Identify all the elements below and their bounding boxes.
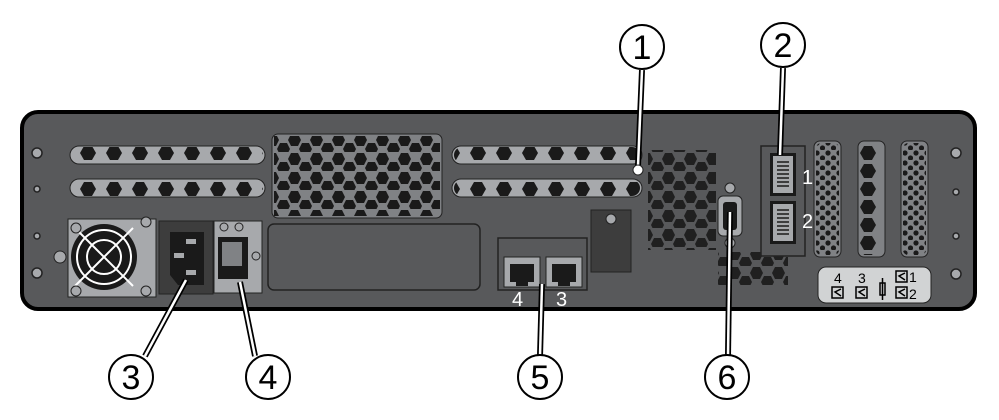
callout-5-number: 5 [531, 359, 550, 397]
usb-port-1[interactable] [770, 153, 796, 196]
callout-3: 3 [108, 354, 154, 400]
usb-port-2[interactable] [770, 201, 796, 244]
ethernet-label-4: 4 [512, 289, 523, 311]
callout-5: 5 [517, 354, 563, 400]
callout-6-number: 6 [718, 359, 737, 397]
blank-panel [267, 223, 481, 291]
callout-leader-lines-inner [143, 67, 785, 357]
ethernet-port-4[interactable] [503, 256, 541, 288]
hex-vent-holes [274, 136, 440, 216]
plate-label-3: 3 [858, 270, 866, 286]
psu-fan-icon [53, 216, 157, 298]
module-screw [605, 213, 617, 225]
plate-label-1: 1 [909, 269, 917, 285]
callout-2: 2 [760, 22, 806, 68]
callout-4-number: 4 [259, 359, 278, 397]
usb-ports: 1 2 [760, 145, 813, 257]
callout-4: 4 [245, 354, 291, 400]
usb-label-2: 2 [802, 211, 813, 233]
callout-6: 6 [704, 354, 750, 400]
ethernet-port-3[interactable] [545, 256, 583, 288]
callout-1-number: 1 [633, 29, 652, 67]
pci-slot-vents [813, 140, 929, 258]
usb-label-1: 1 [802, 167, 813, 189]
ethernet-ports: 4 3 [497, 237, 588, 311]
callout-1: 1 [619, 24, 665, 70]
callout-3-number: 3 [122, 359, 141, 397]
plate-label-4: 4 [834, 270, 842, 286]
slot-vents [69, 145, 643, 198]
port-label-plate: 4 3 1 2 [817, 266, 932, 304]
callout-2-number: 2 [774, 27, 793, 65]
led-indicator [632, 164, 644, 176]
plate-label-2: 2 [909, 286, 917, 302]
power-switch[interactable] [213, 220, 263, 294]
ethernet-label-3: 3 [556, 289, 567, 311]
network-icon [831, 270, 908, 300]
chassis-screws [31, 147, 962, 280]
ac-power-inlet[interactable] [158, 220, 214, 295]
